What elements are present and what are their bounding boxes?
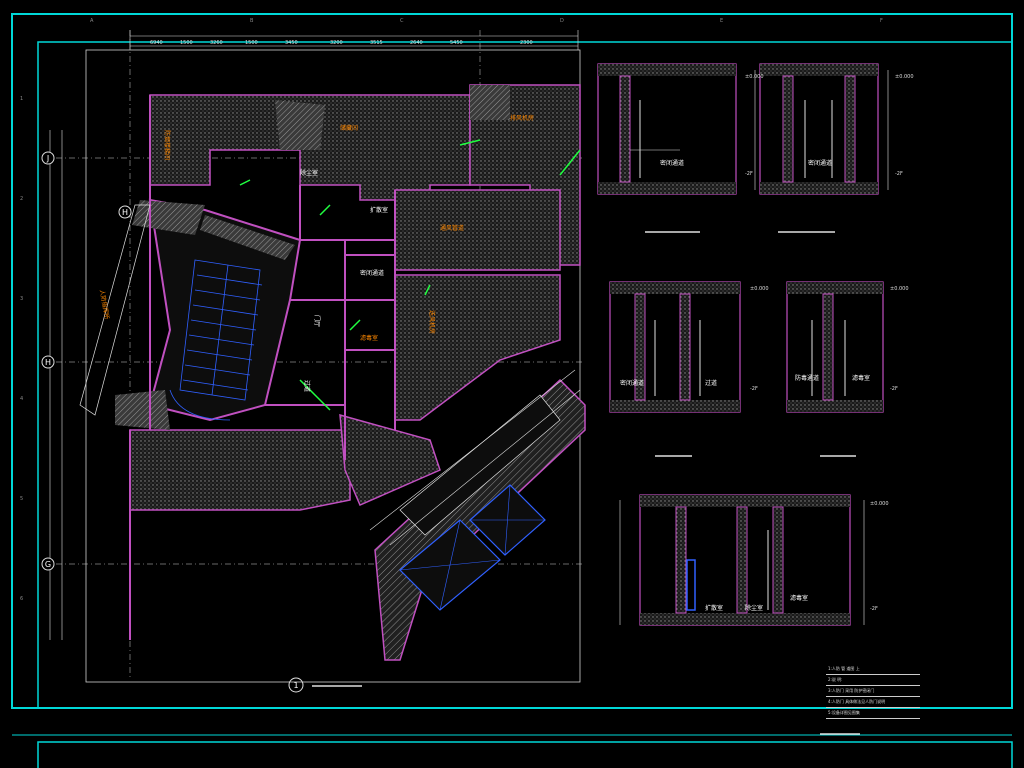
stair-run bbox=[169, 259, 263, 421]
dimension-value: 6940 bbox=[150, 40, 163, 46]
svg-text:E: E bbox=[720, 18, 723, 24]
svg-text:3: 3 bbox=[20, 296, 23, 302]
section-4 bbox=[609, 281, 741, 457]
room-label: 储藏间 bbox=[340, 124, 358, 132]
axis-label: H bbox=[45, 358, 51, 367]
section-5 bbox=[786, 281, 884, 457]
title-block-row: 5:设备详图见图集 bbox=[826, 708, 920, 719]
svg-text:C: C bbox=[400, 18, 404, 24]
section-3 bbox=[759, 63, 889, 233]
room-label: 除尘室 bbox=[300, 169, 318, 177]
section-room-label: 密闭通道 bbox=[660, 159, 684, 167]
dimension-value: 5450 bbox=[450, 40, 463, 46]
svg-text:6: 6 bbox=[20, 596, 23, 602]
section-6 bbox=[619, 494, 865, 735]
room-label: 门厅 bbox=[313, 315, 321, 327]
section-level: -2F bbox=[745, 171, 753, 177]
room-label: 防烟楼梯间 bbox=[163, 130, 171, 160]
title-block-row: 2:说 明: bbox=[826, 675, 920, 686]
axis-bubble bbox=[41, 355, 55, 369]
section-room-label: 过道 bbox=[705, 379, 717, 387]
svg-text:2: 2 bbox=[20, 196, 23, 202]
section-level: -2F bbox=[750, 386, 758, 392]
dimension-value: 1500 bbox=[245, 40, 258, 46]
room-label: 扩散室 bbox=[370, 206, 388, 214]
section-room-label: 扩散室 bbox=[705, 604, 723, 612]
section-room-label: 滤毒室 bbox=[852, 374, 870, 382]
axis-bubble bbox=[41, 151, 55, 165]
top-dimension-values: 6940 1500 3260 1500 3450 3200 3515 2640 5450 2300 bbox=[150, 40, 533, 46]
section-level: -2F bbox=[890, 386, 898, 392]
dimension-value: 3260 bbox=[210, 40, 223, 46]
section-level: ±0.000 bbox=[895, 74, 914, 80]
svg-text:F: F bbox=[880, 18, 883, 24]
floor-plan: 6940 1500 3260 1500 3450 3200 3515 2640 5450 2300 bbox=[41, 30, 586, 693]
axis-label: H bbox=[122, 208, 128, 217]
axis-bubble bbox=[118, 205, 132, 219]
axis-bubble bbox=[41, 557, 55, 571]
section-room-label: 防毒通道 bbox=[795, 374, 819, 382]
room-label: 人防指挥所 bbox=[98, 289, 111, 320]
svg-text:D: D bbox=[560, 18, 564, 24]
section-level: ±0.000 bbox=[750, 286, 769, 292]
section-level: ±0.000 bbox=[890, 286, 909, 292]
section-level: -2F bbox=[870, 606, 878, 612]
section-level: ±0.000 bbox=[870, 501, 889, 507]
dimension-value: 2300 bbox=[520, 40, 533, 46]
plan-number: 1 bbox=[293, 681, 298, 690]
title-block-row: 4:人防门 具体做法见人防门说明 bbox=[826, 697, 920, 708]
svg-text:4: 4 bbox=[20, 396, 23, 402]
room-label: 滤毒室 bbox=[360, 334, 378, 342]
frame-ticks: 1 2 3 4 5 6 A B C D E F bbox=[20, 18, 883, 602]
section-room-label: 除尘室 bbox=[745, 604, 763, 612]
top-dimension-chain bbox=[129, 30, 579, 50]
section-room-label: 密闭通道 bbox=[620, 379, 644, 387]
dimension-value: 3450 bbox=[285, 40, 298, 46]
dimension-value: 2640 bbox=[410, 40, 423, 46]
room-label: 排风机房 bbox=[510, 114, 534, 122]
room-label: 过道 bbox=[303, 380, 311, 392]
svg-text:5: 5 bbox=[20, 496, 23, 502]
section-2 bbox=[597, 63, 756, 233]
section-room-label: 密闭通道 bbox=[808, 159, 832, 167]
axis-label: J bbox=[46, 154, 49, 163]
dimension-value: 3515 bbox=[370, 40, 383, 46]
section-labels: 密闭通道±0.000-2F密闭通道±0.000-2F密闭通道过道±0.000-2… bbox=[620, 74, 914, 612]
section-level: -2F bbox=[895, 171, 903, 177]
axis-bubbles: J H G H bbox=[41, 151, 132, 571]
room-label: 送风机房 bbox=[428, 310, 436, 334]
svg-text:A: A bbox=[90, 18, 94, 24]
title-block-row: 1:人防 管 道图 上 bbox=[826, 664, 920, 675]
svg-text:1: 1 bbox=[20, 96, 23, 102]
title-block-row: 3:人防门 采用 防护密闭门 bbox=[826, 686, 920, 697]
section-level: ±0.000 bbox=[745, 74, 764, 80]
room-label: 密闭通道 bbox=[360, 269, 384, 277]
plan-number-bubble bbox=[288, 677, 304, 693]
svg-text:B: B bbox=[250, 18, 254, 24]
axis-label: G bbox=[45, 560, 51, 569]
dimension-value: 3200 bbox=[330, 40, 343, 46]
dimension-value: 1500 bbox=[180, 40, 193, 46]
sheet-frame bbox=[11, 13, 1013, 768]
room-label: 通风管道 bbox=[440, 224, 464, 232]
section-details: 密闭通道±0.000-2F密闭通道±0.000-2F密闭通道过道±0.000-2… bbox=[597, 63, 914, 735]
section-room-label: 滤毒室 bbox=[790, 594, 808, 602]
